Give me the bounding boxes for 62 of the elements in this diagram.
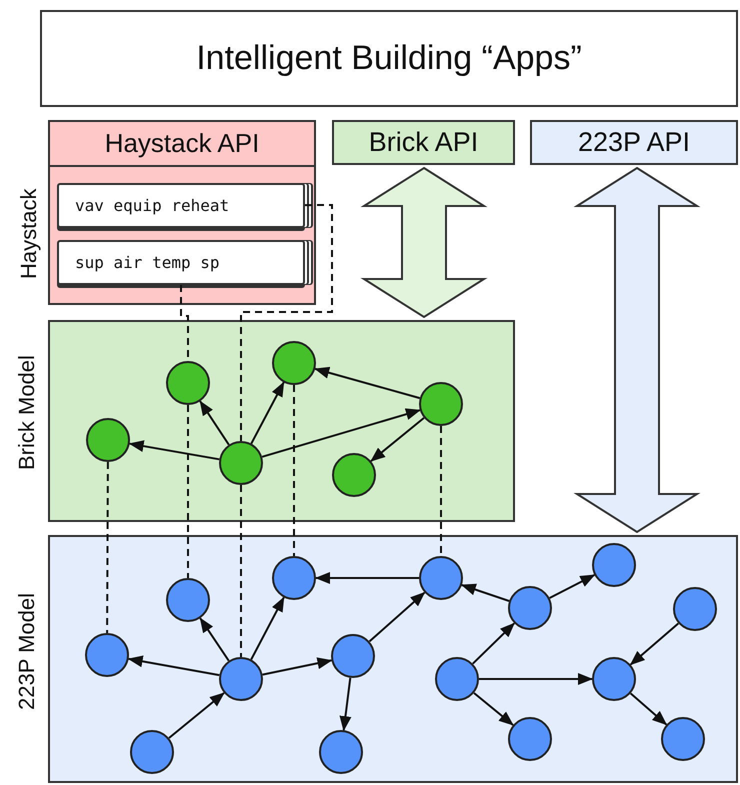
node-circle bbox=[166, 361, 210, 405]
arrow bbox=[368, 592, 426, 642]
tag-text: vav equip reheat bbox=[75, 196, 230, 215]
dashed-link-line bbox=[187, 405, 189, 578]
arrow bbox=[473, 692, 514, 726]
arrow bbox=[315, 572, 419, 584]
node-circle bbox=[673, 587, 717, 631]
node-circle bbox=[272, 556, 316, 600]
arrow bbox=[340, 678, 352, 732]
node-circle bbox=[332, 453, 376, 497]
side-label: Haystack bbox=[15, 188, 42, 282]
arrow bbox=[314, 366, 420, 400]
dashed-link-line bbox=[440, 426, 442, 556]
arrow bbox=[472, 622, 515, 664]
tag-text: sup air temp sp bbox=[75, 253, 220, 272]
node-circle bbox=[331, 634, 375, 678]
arrow bbox=[479, 673, 593, 685]
side-label: 223P Model bbox=[13, 592, 40, 712]
node-circle bbox=[85, 633, 129, 677]
api-box bbox=[332, 120, 515, 165]
arrow bbox=[262, 657, 332, 676]
node-circle bbox=[219, 657, 263, 701]
dashed-link-line bbox=[293, 385, 295, 556]
arrow bbox=[199, 400, 230, 446]
api-label: Brick API bbox=[368, 127, 478, 158]
arrow bbox=[370, 417, 425, 462]
title-text: Intelligent Building “Apps” bbox=[196, 39, 582, 78]
arrow bbox=[630, 622, 680, 666]
arrow bbox=[128, 655, 220, 676]
node-circle bbox=[166, 578, 210, 622]
api-box bbox=[530, 120, 738, 165]
node-circle bbox=[319, 730, 363, 774]
double-block-arrow bbox=[360, 166, 488, 318]
node-circle bbox=[592, 657, 636, 701]
arrow bbox=[630, 692, 668, 726]
arrow bbox=[199, 617, 230, 662]
node-circle bbox=[435, 657, 479, 701]
title-box bbox=[40, 10, 738, 107]
api-label: 223P API bbox=[578, 127, 690, 158]
node-circle bbox=[419, 382, 463, 426]
arrow bbox=[250, 382, 285, 444]
arrow bbox=[250, 596, 285, 660]
dashed-link-line bbox=[240, 485, 242, 657]
node-circle bbox=[272, 341, 316, 385]
arrow bbox=[262, 408, 421, 458]
node-circle bbox=[419, 556, 463, 600]
node-circle bbox=[592, 543, 636, 587]
side-label: Brick Model bbox=[13, 354, 40, 472]
node-circle bbox=[219, 441, 263, 485]
panel-header: Haystack API bbox=[50, 122, 314, 167]
arrow bbox=[168, 692, 225, 739]
arrow bbox=[549, 574, 596, 599]
node-circle bbox=[661, 717, 705, 761]
node-circle bbox=[508, 586, 552, 630]
dashed-link-line bbox=[106, 462, 109, 633]
arrow bbox=[128, 440, 220, 460]
double-block-arrow bbox=[574, 166, 700, 534]
node-circle bbox=[130, 730, 174, 774]
arrow bbox=[460, 584, 510, 602]
node-circle bbox=[86, 418, 130, 462]
dashed-link-line bbox=[240, 204, 333, 441]
node-circle bbox=[508, 717, 552, 761]
